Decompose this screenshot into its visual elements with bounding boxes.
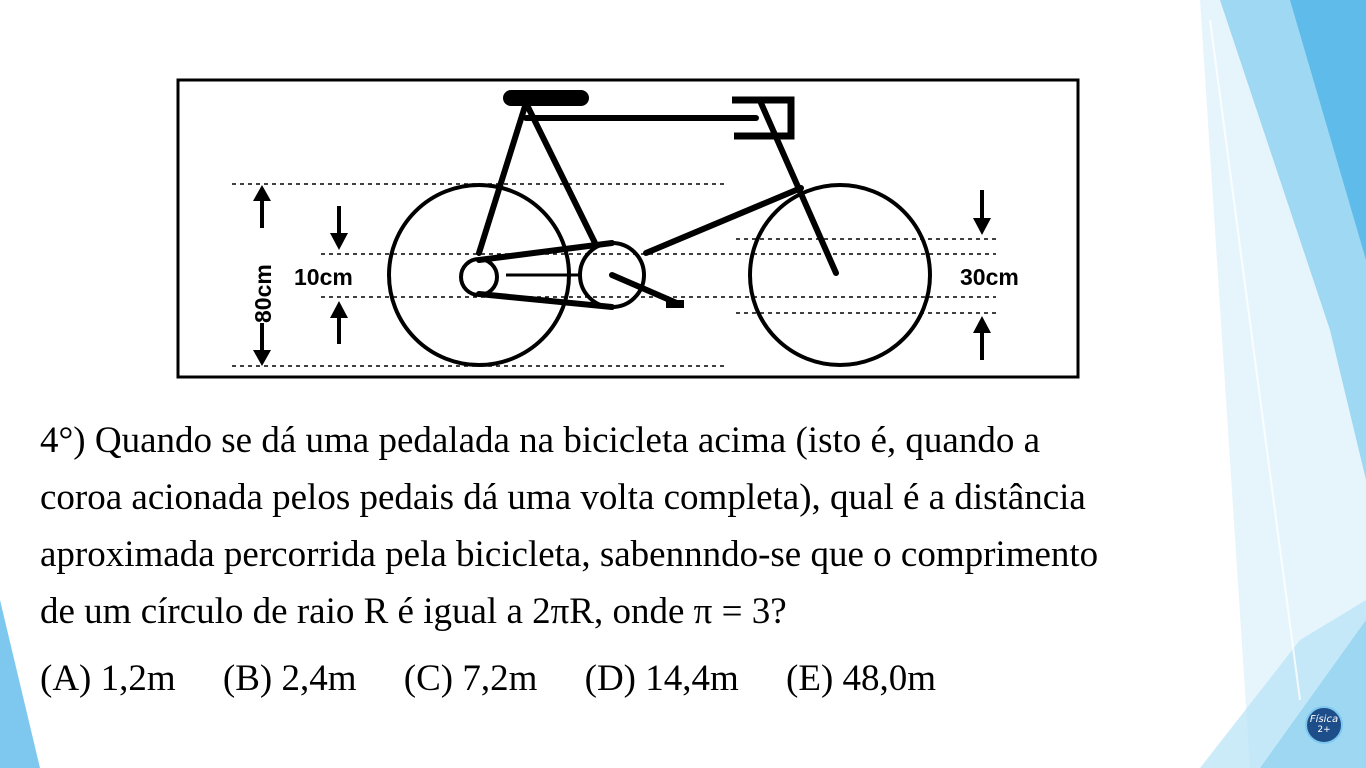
logo-text: Física bbox=[1309, 714, 1339, 725]
logo-subtext: 2+ bbox=[1317, 725, 1331, 735]
option-b: (B) 2,4m bbox=[222, 658, 357, 699]
question-line: aproximada percorrida pela bicicleta, sa… bbox=[40, 534, 1099, 575]
label-10cm: 10cm bbox=[294, 264, 353, 290]
question-line: 4°) Quando se dá uma pedalada na bicicle… bbox=[40, 420, 1041, 461]
figure-frame bbox=[176, 78, 1080, 379]
question-text: 4°) Quando se dá uma pedalada na bicicle… bbox=[40, 412, 1250, 640]
arrow-30cm bbox=[973, 190, 991, 360]
question-line: de um círculo de raio R é igual a 2πR, o… bbox=[40, 591, 787, 632]
saddle bbox=[503, 90, 589, 106]
answer-options: (A) 1,2m (B) 2,4m (C) 7,2m (D) 14,4m (E)… bbox=[40, 650, 974, 707]
question-line: coroa acionada pelos pedais dá uma volta… bbox=[40, 477, 1086, 518]
option-d: (D) 14,4m bbox=[584, 658, 739, 699]
bicycle-frame bbox=[476, 100, 839, 310]
option-a: (A) 1,2m bbox=[40, 658, 176, 699]
option-e: (E) 48,0m bbox=[786, 658, 937, 699]
channel-logo: Física 2+ bbox=[1305, 706, 1343, 744]
label-80cm: 80cm bbox=[250, 264, 276, 323]
option-c: (C) 7,2m bbox=[403, 658, 538, 699]
front-wheel bbox=[748, 183, 932, 367]
arrow-80cm bbox=[253, 185, 271, 366]
arrow-10cm bbox=[330, 206, 348, 344]
bicycle-figure: 80cm 10cm 30cm bbox=[176, 78, 1080, 379]
handlebar bbox=[732, 96, 795, 140]
label-30cm: 30cm bbox=[960, 264, 1019, 290]
